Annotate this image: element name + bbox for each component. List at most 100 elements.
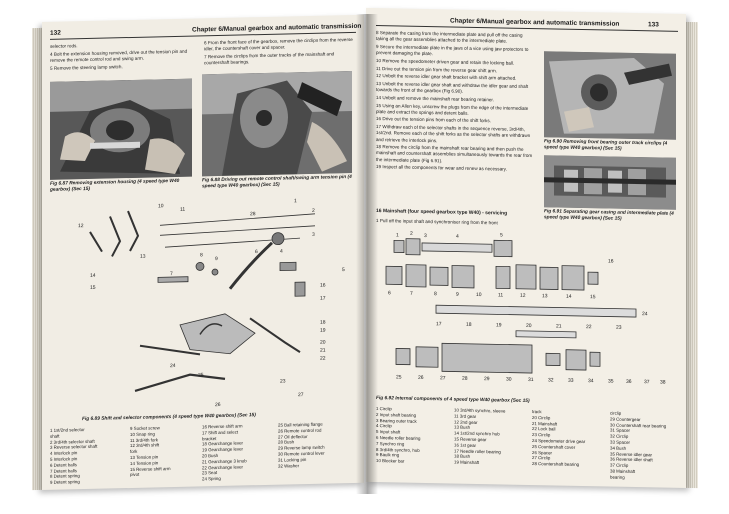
callout-label: 19 (496, 322, 502, 328)
callout-label: 15 (590, 294, 596, 300)
right-key-col4: circlip 29 Countergear 30 Countershaft r… (610, 411, 684, 482)
callout-label: 8 (200, 252, 203, 258)
callout-label: 16 (320, 283, 326, 289)
right-para: 15 Using an Allen key, unscrew the plugs… (376, 102, 529, 116)
callout-label: 20 (320, 340, 326, 346)
left-key-col2: 9 Socket screw 10 Snap ring 11 3rd/4th f… (130, 424, 202, 478)
callout-label: 11 (498, 292, 503, 298)
callout-label: 14 (566, 294, 572, 300)
right-page-number: 133 (648, 21, 659, 29)
callout-label: 33 (568, 378, 574, 384)
callout-label: 4 (456, 234, 459, 240)
callout-label: 12 (78, 223, 84, 229)
book-spine-shadow (356, 14, 378, 494)
right-para: 9 Secure the intermediate plate in the j… (376, 43, 529, 57)
callout-label: 4 (280, 249, 283, 255)
callout-label: 8 (434, 291, 437, 297)
callout-label: 12 (520, 293, 526, 299)
callout-label: 31 (528, 377, 534, 383)
callout-label: 13 (140, 254, 146, 260)
callout-label: 28 (250, 211, 256, 217)
left-text-col2: 6 From the front face of the gearbox, re… (204, 37, 354, 68)
callout-label: 6 (388, 290, 391, 296)
callout-label: 20 (526, 323, 532, 329)
callout-label: 25 (396, 374, 402, 380)
callout-label: 15 (90, 285, 96, 291)
callout-label: 9 (456, 292, 459, 298)
callout-label: 23 (616, 325, 622, 331)
callout-label: 7 (410, 291, 413, 297)
callout-label: 34 (588, 378, 594, 384)
callout-label: 19 (320, 328, 326, 334)
callout-label: 27 (440, 375, 446, 381)
key-item: 28 Countershaft bearing (532, 461, 580, 468)
callout-label: 6 (255, 249, 258, 255)
callout-label: 22 (320, 356, 326, 362)
callout-label: 36 (626, 379, 632, 385)
callout-label: 2 (312, 208, 315, 214)
callout-label: 26 (215, 402, 221, 408)
left-key-col4: 25 Ball retaining flange 26 Remote contr… (278, 421, 360, 469)
callout-label: 2 (410, 231, 413, 237)
photo-fig-6-88 (202, 70, 352, 177)
right-page: Chapter 6/Manual gearbox and automatic t… (366, 7, 686, 489)
caption-fig-6-88: Fig 6.88 Driving out remote control shaf… (202, 174, 352, 190)
callout-label: 7 (170, 271, 173, 277)
right-key-col1: 1 Circlip 2 Input shaft bearing 3 Bearin… (376, 406, 452, 465)
left-para: 5 Remove the steering lamp switch. (50, 63, 123, 71)
left-key-col1: 1 1st/2nd selector shaft 2 3rd/4th selec… (50, 426, 128, 486)
key-item: 10 Blocker bar (376, 458, 405, 464)
caption-fig-6-90: Fig 6.90 Removing front bearing outer tr… (544, 139, 668, 152)
right-para: 17 Withdraw each of the selector shafts … (376, 124, 531, 143)
photo-fig-6-87 (50, 78, 192, 180)
callout-label: 35 (608, 379, 614, 385)
diagram-fig-6-89: 10 11 12 13 14 15 16 17 18 19 20 21 22 2… (78, 198, 345, 408)
callout-label: 14 (90, 273, 96, 279)
right-key-col3: track 20 Circlip 21 Mainshaft 22 Lock ba… (532, 409, 608, 468)
right-para: 18 Remove the circlip from the mainshaft… (376, 144, 533, 163)
callout-label: 24 (642, 311, 648, 317)
diagram-fig-6-92: 1 2 3 4 5 6 7 8 9 10 11 12 13 14 15 16 1… (385, 231, 666, 386)
callout-label: 29 (484, 376, 490, 382)
callout-label: 18 (466, 322, 472, 328)
left-para: 7 Remove the circlips from the outer tra… (204, 51, 335, 66)
key-item: bearing (610, 474, 625, 480)
callout-label: 26 (418, 375, 424, 381)
key-item: 32 Washer (278, 462, 300, 469)
right-para: 8 Separate the casing from the intermedi… (376, 30, 523, 44)
callout-label: 30 (506, 377, 512, 383)
callout-label: 1 (396, 232, 399, 238)
callout-label: 10 (158, 203, 164, 209)
callout-label: 9 (215, 256, 218, 262)
right-para: 19 Inspect all the components for wear a… (376, 164, 507, 172)
callout-label: 37 (644, 379, 650, 385)
left-para: 4 Bolt the extension housing removed, dr… (50, 48, 188, 63)
callout-label: 24 (170, 363, 176, 369)
callout-label: 16 (608, 259, 614, 265)
callout-label: 13 (542, 293, 548, 299)
key-item: 9 Detent spring (50, 479, 80, 485)
section-heading: 16 Mainshaft (four speed gearbox type W4… (376, 208, 508, 217)
caption-fig-6-87: Fig 6.87 Removing extension housing (4 s… (50, 178, 180, 193)
callout-label: 28 (462, 376, 468, 382)
key-item: pivot (130, 472, 140, 478)
callout-label: 1 (294, 198, 297, 204)
caption-fig-6-91: Fig 6.91 Separating gear casing and inte… (544, 209, 674, 222)
callout-label: 5 (500, 232, 503, 238)
callout-label: 38 (660, 380, 666, 386)
callout-label: 18 (320, 320, 326, 326)
callout-label: 3 (312, 232, 315, 238)
callout-label: 27 (298, 392, 304, 398)
photo-fig-6-91 (544, 155, 676, 210)
left-text-col1: selector rods. 4 Bolt the extension hous… (50, 41, 195, 74)
callout-label: 11 (180, 207, 185, 213)
left-page-number: 132 (50, 29, 61, 37)
right-page-edges (684, 21, 698, 489)
callout-label: 32 (548, 377, 554, 383)
key-item: 19 Mainshaft (454, 459, 480, 466)
callout-label: 17 (436, 321, 442, 327)
right-text-col1: 8 Separate the casing from the intermedi… (376, 30, 536, 175)
right-para: 13 Unbolt the reverse idler gear shaft a… (376, 80, 529, 94)
photo-fig-6-90 (544, 51, 676, 140)
